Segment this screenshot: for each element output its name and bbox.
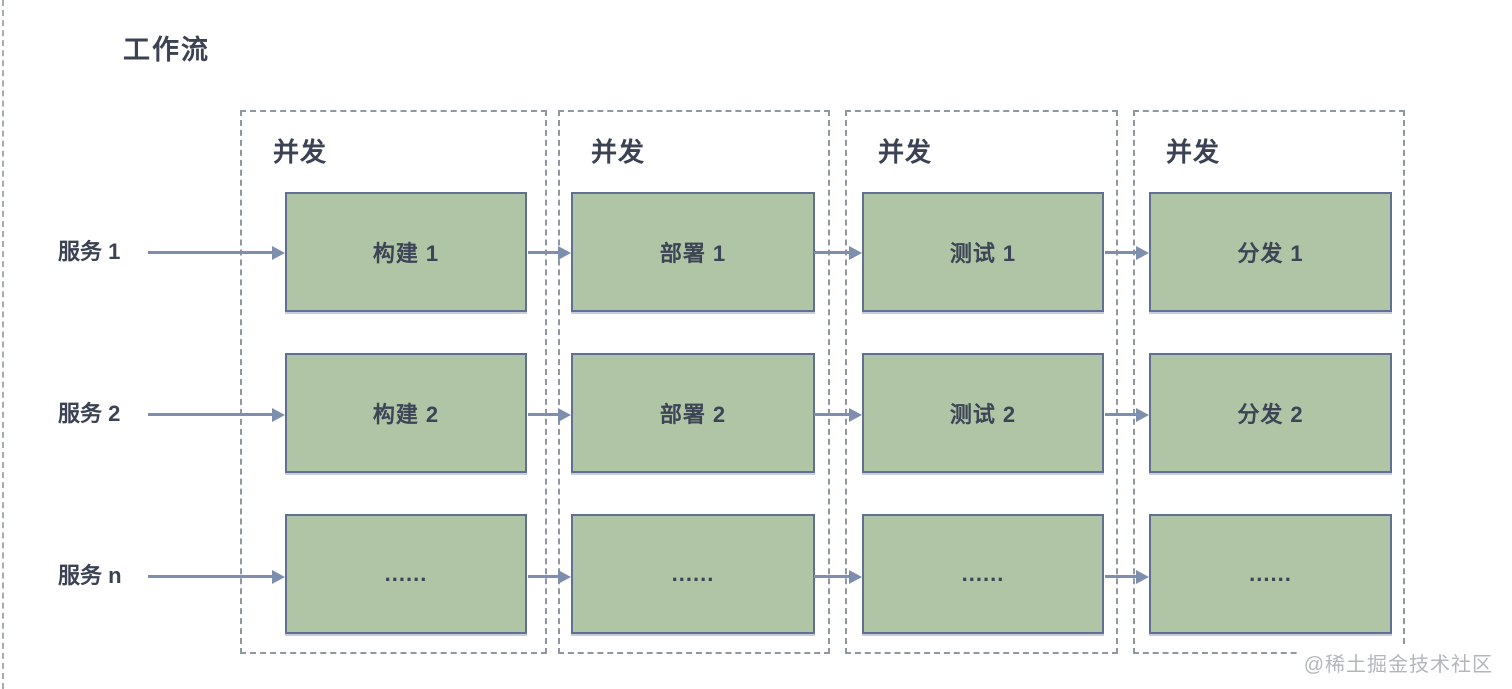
page-edge-dashed-line (2, 0, 4, 689)
arrow-service1-to-build1 (148, 245, 285, 260)
arrowhead-icon (558, 569, 571, 584)
arrow-deploy1-to-test1 (814, 245, 862, 260)
arrow-buildn-to-deployn (528, 569, 571, 584)
arrow-service2-to-build2 (148, 407, 285, 422)
arrowhead-icon (272, 245, 285, 260)
arrow-deployn-to-testn (814, 569, 862, 584)
task-box-test-n: ...... (862, 514, 1104, 634)
task-box-test-2: 测试 2 (862, 353, 1104, 473)
arrowhead-icon (1136, 569, 1149, 584)
concurrent-group-1: 并发 (240, 110, 547, 654)
service-label-2: 服务 2 (58, 401, 121, 426)
arrow-deploy2-to-test2 (814, 407, 862, 422)
concurrent-group-2: 并发 (558, 110, 830, 654)
arrowhead-icon (1136, 407, 1149, 422)
concurrent-group-3-label: 并发 (878, 137, 933, 167)
concurrent-group-1-label: 并发 (273, 137, 328, 167)
arrowhead-icon (849, 569, 862, 584)
task-box-build-2: 构建 2 (285, 353, 527, 473)
concurrent-group-2-label: 并发 (591, 137, 646, 167)
arrow-testn-to-distributen (1105, 569, 1149, 584)
arrowhead-icon (558, 407, 571, 422)
concurrent-group-4: 并发 (1133, 110, 1405, 654)
arrowhead-icon (849, 407, 862, 422)
task-box-distribute-1: 分发 1 (1149, 192, 1392, 312)
arrow-build2-to-deploy2 (528, 407, 571, 422)
arrow-test1-to-distribute1 (1105, 245, 1149, 260)
arrowhead-icon (1136, 245, 1149, 260)
task-box-test-1: 测试 1 (862, 192, 1104, 312)
community-watermark: @稀土掘金技术社区 (1297, 646, 1495, 679)
task-box-deploy-2: 部署 2 (571, 353, 815, 473)
service-label-n: 服务 n (58, 563, 122, 588)
arrowhead-icon (849, 245, 862, 260)
task-box-deploy-1: 部署 1 (571, 192, 815, 312)
arrowhead-icon (272, 569, 285, 584)
task-box-build-n: ...... (285, 514, 527, 634)
concurrent-group-3: 并发 (845, 110, 1118, 654)
diagram-title: 工作流 (123, 35, 210, 65)
task-box-build-1: 构建 1 (285, 192, 527, 312)
arrowhead-icon (558, 245, 571, 260)
task-box-distribute-n: ...... (1149, 514, 1392, 634)
arrow-test2-to-distribute2 (1105, 407, 1149, 422)
arrowhead-icon (272, 407, 285, 422)
service-label-1: 服务 1 (58, 239, 121, 264)
concurrent-group-4-label: 并发 (1166, 137, 1221, 167)
arrow-build1-to-deploy1 (528, 245, 571, 260)
task-box-distribute-2: 分发 2 (1149, 353, 1392, 473)
arrow-servicen-to-buildn (148, 569, 285, 584)
task-box-deploy-n: ...... (571, 514, 815, 634)
